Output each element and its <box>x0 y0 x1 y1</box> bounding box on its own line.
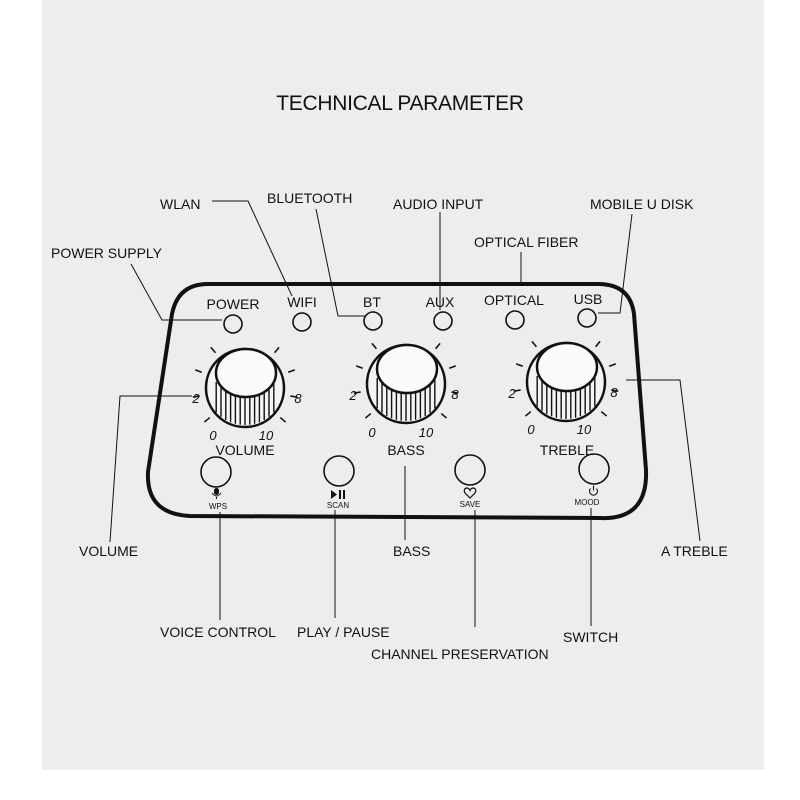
indicator-label-usb: USB <box>574 291 603 307</box>
bass-knob-ribs <box>376 378 436 421</box>
callout-voice-control: VOICE CONTROL <box>160 624 276 640</box>
volume-scale-2: 2 <box>191 391 200 406</box>
volume-scale-8: 8 <box>294 391 302 406</box>
bass-scale-8: 8 <box>451 387 459 402</box>
volume-scale-10: 10 <box>259 428 274 443</box>
callout-bass: BASS <box>393 543 431 559</box>
leader-bluetooth <box>315 208 366 317</box>
treble-knob-ticks <box>513 340 619 417</box>
indicator-led-wifi <box>292 312 312 332</box>
treble-scale-10: 10 <box>577 422 592 437</box>
scan-button-label: SCAN <box>327 501 349 510</box>
power-icon <box>588 485 599 496</box>
mood-button[interactable] <box>578 453 610 485</box>
diagram-title: TECHNICAL PARAMETER <box>276 92 524 115</box>
bass-knob-label: BASS <box>387 442 424 458</box>
indicator-label-power: POWER <box>207 296 260 312</box>
bass-scale-10: 10 <box>419 425 434 440</box>
indicator-led-optical <box>505 310 525 330</box>
callout-audio-input: AUDIO INPUT <box>393 196 484 212</box>
treble-knob[interactable] <box>513 340 619 423</box>
treble-scale-8: 8 <box>610 385 618 400</box>
microphone-icon <box>211 488 222 499</box>
indicator-label-wifi: WIFI <box>287 294 317 310</box>
callout-channel-preservation: CHANNEL PRESERVATION <box>371 646 549 662</box>
leader-volume <box>109 395 192 543</box>
leader-wlan <box>212 200 293 297</box>
leader-power-supply <box>130 263 222 321</box>
treble-knob-label: TREBLE <box>540 442 594 458</box>
indicator-led-power <box>223 314 243 334</box>
volume-knob[interactable] <box>192 346 298 429</box>
control-panel-outline <box>145 282 649 521</box>
treble-knob-cap <box>535 341 599 393</box>
wps-button[interactable] <box>200 456 232 488</box>
bass-knob-cap <box>375 343 439 395</box>
indicator-led-usb <box>577 308 597 328</box>
leader-treble <box>626 379 701 542</box>
treble-scale-2: 2 <box>507 386 516 401</box>
bass-scale-0: 0 <box>368 425 376 440</box>
treble-scale-0: 0 <box>527 422 535 437</box>
save-button-label: SAVE <box>460 500 481 509</box>
volume-knob-ticks <box>192 346 298 423</box>
callout-switch: SWITCH <box>563 629 619 645</box>
indicator-led-aux <box>433 311 453 331</box>
bass-knob-ticks <box>353 342 459 419</box>
volume-knob-cap <box>214 347 278 399</box>
callout-optical-fiber: OPTICAL FIBER <box>474 234 579 250</box>
volume-knob-label: VOLUME <box>215 442 274 458</box>
bass-knob[interactable] <box>353 342 459 425</box>
heart-icon <box>463 487 477 499</box>
mood-button-label: MOOD <box>575 498 600 507</box>
scan-button[interactable] <box>323 455 355 487</box>
callout-wlan: WLAN <box>160 196 201 212</box>
indicator-label-optical: OPTICAL <box>484 292 544 308</box>
indicator-led-bt <box>363 311 383 331</box>
leader-mobile-u-disk <box>598 213 633 314</box>
callout-mobile-u-disk: MOBILE U DISK <box>590 196 694 212</box>
wps-button-label: WPS <box>209 502 227 511</box>
volume-scale-0: 0 <box>209 428 217 443</box>
callout-play-pause: PLAY / PAUSE <box>297 624 390 640</box>
callout-bluetooth: BLUETOOTH <box>267 190 353 206</box>
play-pause-icon <box>331 490 345 499</box>
bass-scale-2: 2 <box>348 388 357 403</box>
callout-volume: VOLUME <box>79 543 139 559</box>
callout-power-supply: POWER SUPPLY <box>51 245 162 261</box>
indicator-label-bt: BT <box>363 294 381 310</box>
leader-lines <box>109 200 701 627</box>
save-button[interactable] <box>454 454 486 486</box>
callout-a-treble: A TREBLE <box>661 543 728 559</box>
